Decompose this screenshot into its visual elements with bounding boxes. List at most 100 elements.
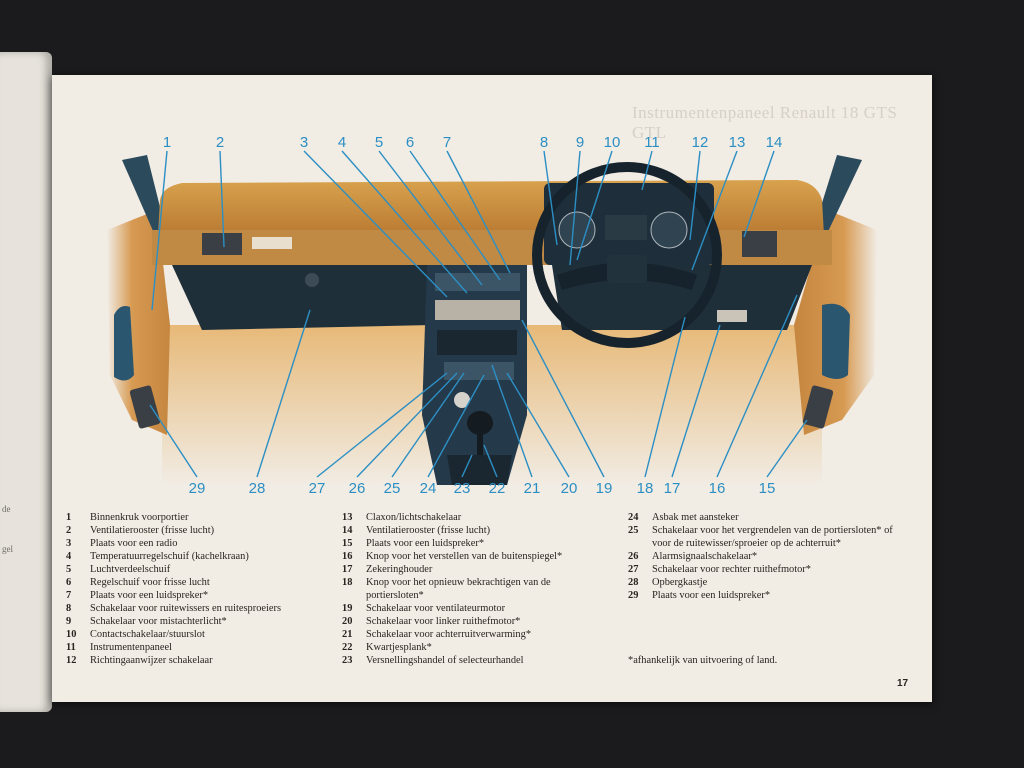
legend-text: Alarmsignaalschakelaar*: [652, 551, 758, 562]
legend-number: 5: [66, 564, 72, 575]
legend-text: Schakelaar voor het vergrendelen van de …: [652, 525, 893, 549]
callout-line-22: [483, 444, 498, 478]
legend-text: Ventilatierooster (frisse lucht): [90, 525, 215, 536]
callout-line-18: [644, 316, 686, 478]
callout-number-27: 27: [309, 480, 326, 497]
heater-controls: [435, 300, 520, 320]
callout-number-16: 16: [709, 480, 726, 497]
legend-number: 19: [342, 603, 353, 614]
legend-text: Richtingaanwijzer schakelaar: [90, 655, 213, 666]
callout-number-26: 26: [349, 480, 366, 497]
right-speaker-grille: [802, 385, 834, 429]
glovebox-knob: [305, 273, 319, 287]
right-door-handle: [822, 303, 850, 379]
legend-text: Schakelaar voor ruitewissers en ruitespr…: [90, 603, 282, 614]
callout-number-23: 23: [454, 480, 471, 497]
callout-line-4: [341, 150, 468, 294]
legend-text: Claxon/lichtschakelaar: [366, 512, 462, 523]
legend-text: Regelschuif voor frisse lucht: [90, 577, 210, 588]
callout-line-23: [461, 454, 473, 478]
legend-text: Schakelaar voor achterruitverwarming*: [366, 629, 532, 640]
legend-text: Instrumentenpaneel: [90, 642, 172, 653]
legend-text: Zekeringhouder: [366, 564, 433, 575]
legend-text: Plaats voor een luidspreker*: [652, 590, 771, 601]
callout-number-24: 24: [420, 480, 437, 497]
callout-line-21: [491, 364, 533, 478]
dashboard-top: [158, 180, 824, 235]
legend-number: 23: [342, 655, 353, 666]
left-a-pillar: [122, 155, 167, 240]
cigarette-lighter: [454, 392, 470, 408]
callout-leaders: [149, 150, 808, 478]
callout-number-12: 12: [692, 134, 709, 151]
callout-number-18: 18: [637, 480, 654, 497]
legend-number: 7: [66, 590, 72, 601]
gear-stick: [477, 433, 483, 458]
legend-number: 14: [342, 525, 353, 536]
callout-number-5: 5: [375, 134, 383, 151]
tachometer: [650, 211, 688, 249]
callout-line-12: [689, 150, 701, 241]
legend-text: Versnellingshandel of selecteurhandel: [366, 655, 524, 666]
callout-line-25: [391, 372, 465, 478]
speaker-grille: [435, 273, 520, 291]
callout-number-22: 22: [489, 480, 506, 497]
callout-line-10: [576, 150, 613, 261]
legend-text: Binnenkruk voorportier: [90, 512, 189, 523]
right-a-pillar: [812, 155, 862, 240]
callout-number-14: 14: [766, 134, 783, 151]
legend-number: 12: [66, 655, 77, 666]
show-through-heading: Instrumentenpaneel Renault 18 GTS GTL: [632, 103, 898, 142]
callout-line-17: [671, 324, 721, 478]
callout-number-13: 13: [729, 134, 746, 151]
legend-number: 28: [628, 577, 639, 588]
legend-text: Knop voor het opnieuw bekrachtigen van d…: [366, 577, 551, 601]
callout-number-3: 3: [300, 134, 308, 151]
legend-text: Temperatuurregelschuif (kachelkraan): [90, 551, 249, 562]
callout-number-1: 1: [163, 134, 171, 151]
switch-row: [444, 362, 514, 380]
legend-number: 1: [66, 512, 72, 523]
callout-line-14: [743, 150, 775, 238]
callout-number-19: 19: [596, 480, 613, 497]
legend-item-14: 14 Ventilatierooster (frisse lucht): [342, 524, 602, 537]
callout-line-8: [543, 150, 558, 246]
legend-text: Schakelaar voor ventilateurmotor: [366, 603, 506, 614]
callout-number-6: 6: [406, 134, 414, 151]
gear-knob: [467, 411, 493, 435]
callout-number-21: 21: [524, 480, 541, 497]
legend-number: 13: [342, 512, 353, 523]
callout-line-20: [506, 372, 570, 478]
legend-number: 2: [66, 525, 72, 536]
legend-number: 11: [66, 642, 76, 653]
legend-number: 9: [66, 616, 72, 627]
callout-line-13: [691, 150, 738, 271]
legend-number: 21: [342, 629, 353, 640]
legend-item-2: 2 Ventilatierooster (frisse lucht): [66, 524, 321, 537]
left-page-edge: de gel: [0, 52, 52, 712]
legend-column-1: 1 Binnenkruk voorportier 2 Ventilatierooste…: [66, 511, 321, 667]
legend-text: Luchtverdeelschuif: [90, 564, 171, 575]
footnote: *afhankelijk van uitvoering of land.: [628, 655, 778, 666]
left-door-handle: [114, 306, 134, 381]
legend-number: 10: [66, 629, 77, 640]
callout-number-25: 25: [384, 480, 401, 497]
left-page-fragment: de: [2, 504, 11, 514]
legend-text: Ventilatierooster (frisse lucht): [366, 525, 491, 536]
legend-text: Knop voor het verstellen van de buitensp…: [366, 551, 563, 562]
left-page-fragment: gel: [2, 544, 13, 554]
callout-number-11: 11: [644, 134, 660, 151]
